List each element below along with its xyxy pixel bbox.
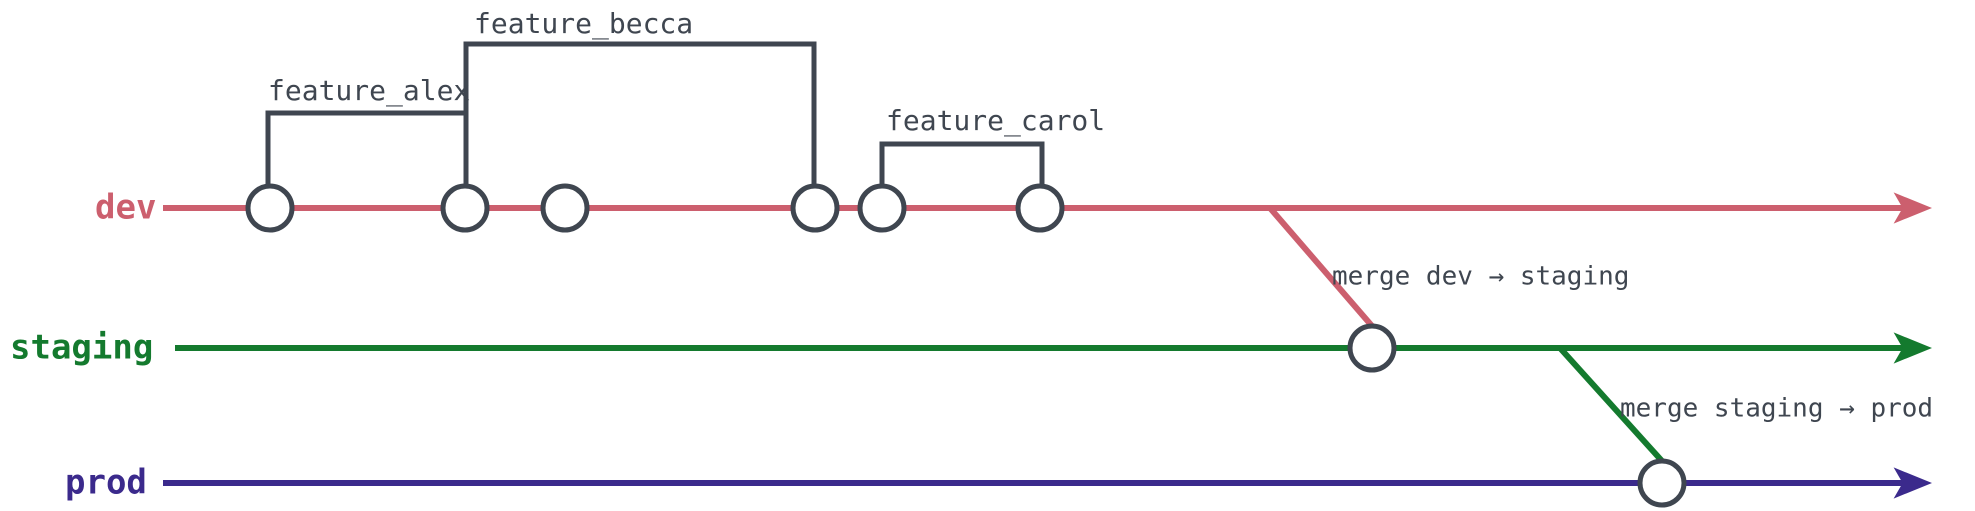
merge-label-dev-staging: merge dev → staging <box>1332 262 1629 292</box>
merge-line-staging-prod <box>1557 345 1665 464</box>
merge-lines <box>1267 206 1665 464</box>
commit-node[interactable] <box>245 183 295 233</box>
commit-nodes <box>245 183 1687 508</box>
merge-line-dev-staging <box>1267 206 1375 328</box>
branch-label-dev: dev <box>95 188 156 228</box>
commit-node[interactable] <box>440 183 490 233</box>
branch-label-prod: prod <box>65 463 147 503</box>
feature-bracket-carol <box>879 141 1045 188</box>
feature-bracket-becca <box>463 41 817 188</box>
commit-node[interactable] <box>857 183 907 233</box>
branch-label-staging: staging <box>10 328 153 368</box>
commit-node[interactable] <box>540 183 590 233</box>
feature-label-carol: feature_carol <box>886 104 1105 138</box>
merge-commit-node[interactable] <box>1347 323 1397 373</box>
feature-brackets <box>265 41 1045 188</box>
commit-node[interactable] <box>1015 183 1065 233</box>
commit-node[interactable] <box>790 183 840 233</box>
merge-label-staging-prod: merge staging → prod <box>1620 394 1933 424</box>
feature-labels: feature_alex feature_becca feature_carol <box>268 7 1105 138</box>
merge-labels: merge dev → staging merge staging → prod <box>1332 262 1933 424</box>
feature-label-becca: feature_becca <box>474 7 693 41</box>
feature-bracket-alex <box>265 110 469 188</box>
branch-labels: dev staging prod <box>10 188 156 503</box>
feature-label-alex: feature_alex <box>268 74 470 108</box>
merge-commit-node[interactable] <box>1637 458 1687 508</box>
